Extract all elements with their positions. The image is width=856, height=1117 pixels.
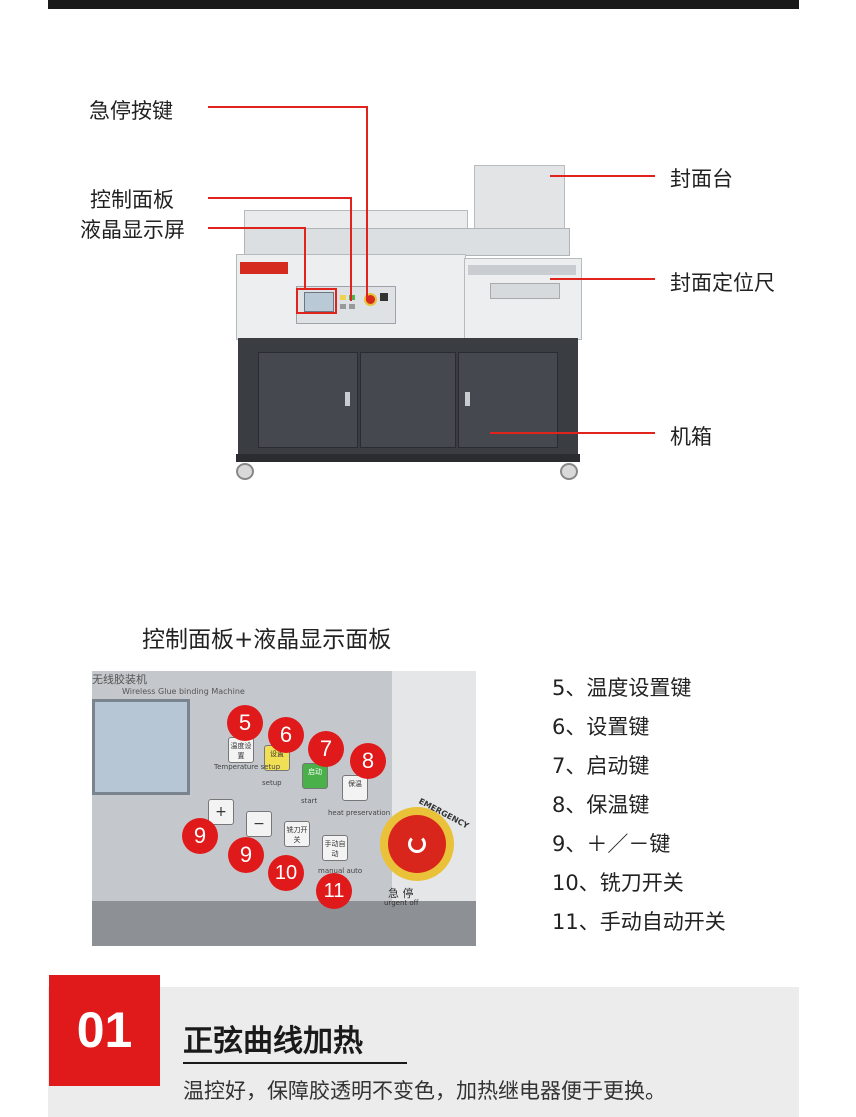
list-item: 8、保温键 [552, 793, 650, 817]
feature-description: 温控好，保障胶透明不变色，加热继电器便于更换。 [183, 1079, 666, 1103]
temperature-key[interactable]: 温度设置 [228, 737, 254, 763]
list-item: 11、手动自动开关 [552, 910, 726, 934]
badge-9-minus: 9 [228, 837, 264, 873]
photo-header-en: Wireless Glue binding Machine [122, 687, 245, 696]
badge-10: 10 [268, 855, 304, 891]
badge-11: 11 [316, 873, 352, 909]
minus-key[interactable]: − [246, 811, 272, 837]
callout-emergency-stop: 急停按键 [89, 99, 173, 123]
badge-7: 7 [308, 731, 344, 767]
setup-caption: setup [262, 779, 282, 787]
control-panel-photo: 无线胶装机 Wireless Glue binding Machine 温度设置… [92, 671, 476, 946]
list-item: 6、设置键 [552, 715, 650, 739]
badge-8: 8 [350, 743, 386, 779]
lcd-screen [92, 699, 190, 795]
badge-6: 6 [268, 717, 304, 753]
rotate-arrow-icon [408, 835, 426, 853]
callout-cover-table: 封面台 [670, 167, 733, 191]
callout-lcd-screen: 液晶显示屏 [80, 218, 185, 242]
badge-5: 5 [227, 705, 263, 741]
feature-title: 正弦曲线加热 [183, 1024, 363, 1059]
panel-section-title: 控制面板+液晶显示面板 [142, 627, 392, 653]
list-item: 5、温度设置键 [552, 676, 692, 700]
feature-number: 01 [49, 975, 160, 1086]
heat-caption: heat preservation [328, 809, 391, 817]
callout-control-panel: 控制面板 [90, 188, 174, 212]
list-item: 9、＋／－键 [552, 832, 671, 856]
start-caption: start [301, 797, 318, 805]
temperature-caption: Temperature setup [214, 763, 281, 771]
top-bar [48, 0, 799, 9]
milling-key[interactable]: 铣刀开关 [284, 821, 310, 847]
photo-header: 无线胶装机 [92, 673, 147, 686]
callout-cabinet: 机箱 [670, 425, 712, 449]
plus-key[interactable]: + [208, 799, 234, 825]
stop-caption-en: urgent off [384, 899, 419, 907]
badge-9-plus: 9 [182, 818, 218, 854]
key-list: 5、温度设置键 6、设置键 7、启动键 8、保温键 9、＋／－键 10、铣刀开关… [552, 672, 726, 945]
feature-underline [183, 1062, 407, 1064]
heat-key[interactable]: 保温 [342, 775, 368, 801]
feature-background [48, 987, 799, 1117]
emergency-stop-button[interactable] [388, 815, 446, 873]
callout-cover-ruler: 封面定位尺 [670, 271, 775, 295]
stop-caption-cn: 急 停 [388, 887, 414, 900]
list-item: 7、启动键 [552, 754, 650, 778]
manual-caption: manual auto [318, 867, 363, 875]
list-item: 10、铣刀开关 [552, 871, 684, 895]
manual-auto-key[interactable]: 手动自动 [322, 835, 348, 861]
